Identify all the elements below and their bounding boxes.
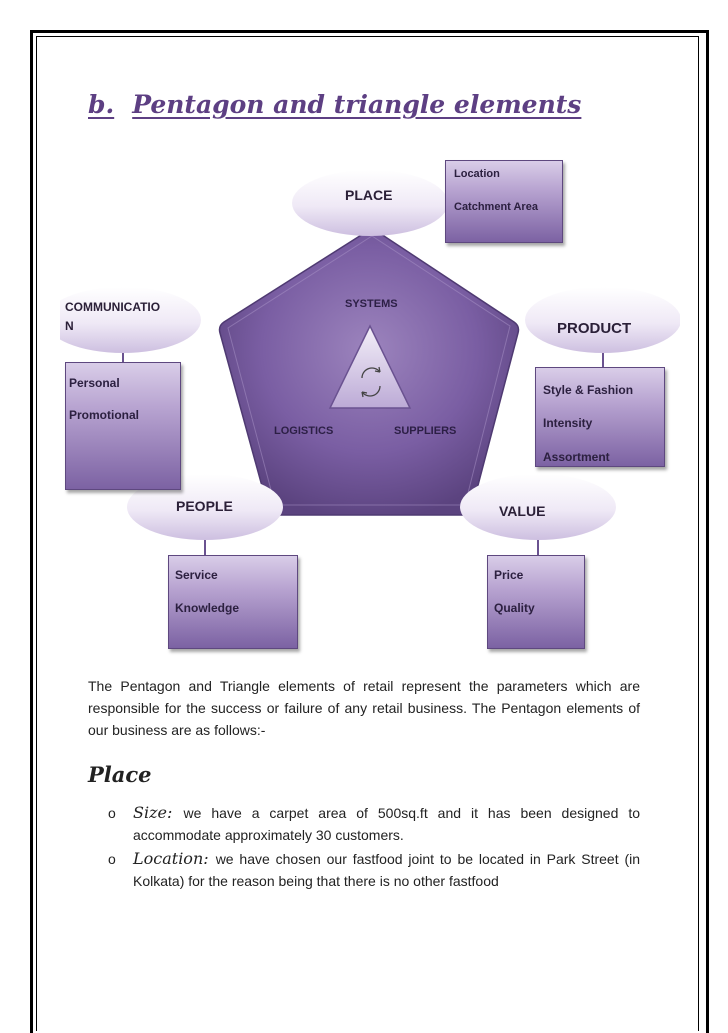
page-border-outer bbox=[30, 30, 709, 1033]
people-label: PEOPLE bbox=[176, 498, 233, 514]
suppliers-label: SUPPLIERS bbox=[394, 425, 457, 437]
place-ellipse bbox=[292, 170, 448, 236]
communication-item-personal: Personal bbox=[69, 376, 120, 390]
bullet-marker: o bbox=[108, 805, 116, 821]
communication-ellipse bbox=[60, 287, 201, 353]
section-heading: b. Pentagon and triangle elements bbox=[88, 90, 581, 119]
page-border-inner bbox=[36, 36, 699, 1031]
bullet-marker: o bbox=[108, 851, 116, 867]
place-item-catchment: Catchment Area bbox=[454, 201, 538, 213]
product-label: PRODUCT bbox=[557, 320, 632, 337]
intro-paragraph: The Pentagon and Triangle elements of re… bbox=[88, 678, 640, 738]
logistics-label: LOGISTICS bbox=[274, 425, 334, 437]
product-item-assortment: Assortment bbox=[543, 450, 610, 464]
people-item-service: Service bbox=[175, 568, 218, 582]
value-item-price: Price bbox=[494, 568, 524, 582]
place-box: Location Catchment Area bbox=[445, 160, 563, 243]
product-item-intensity: Intensity bbox=[543, 416, 593, 430]
product-item-style: Style & Fashion bbox=[543, 383, 634, 397]
communication-item-promotional: Promotional bbox=[69, 408, 140, 422]
bullet-term: Location: bbox=[133, 849, 216, 868]
place-subheading: Place bbox=[88, 762, 152, 787]
product-box: Style & Fashion Intensity Assortment bbox=[535, 367, 665, 467]
communication-label-line1: COMMUNICATIO bbox=[65, 300, 161, 314]
list-item: o Location: we have chosen our fastfood … bbox=[108, 848, 640, 892]
place-bullet-list: o Size: we have a carpet area of 500sq.f… bbox=[108, 802, 640, 894]
place-label: PLACE bbox=[345, 187, 393, 203]
section-title: Pentagon and triangle elements bbox=[132, 90, 582, 119]
cycle-arrows-icon bbox=[361, 366, 381, 398]
systems-label: SYSTEMS bbox=[345, 298, 398, 310]
people-box: Service Knowledge bbox=[168, 555, 298, 649]
product-ellipse bbox=[525, 287, 680, 353]
bullet-text: we have chosen our fastfood joint to be … bbox=[133, 851, 641, 889]
triangle-shape bbox=[328, 324, 412, 409]
list-item: o Size: we have a carpet area of 500sq.f… bbox=[108, 802, 640, 846]
bullet-term: Size: bbox=[133, 803, 184, 822]
people-item-knowledge: Knowledge bbox=[175, 601, 240, 615]
value-box: Price Quality bbox=[487, 555, 585, 649]
section-number: b. bbox=[88, 90, 115, 119]
people-ellipse bbox=[127, 474, 283, 540]
diagram-graphics bbox=[60, 170, 680, 555]
place-item-location: Location bbox=[454, 168, 500, 180]
value-ellipse bbox=[460, 474, 616, 540]
value-item-quality: Quality bbox=[494, 601, 535, 615]
communication-box: Personal Promotional bbox=[65, 362, 181, 490]
value-label: VALUE bbox=[499, 503, 546, 519]
pentagon-diagram: PLACE COMMUNICATIO N PRODUCT PEOPLE VALU… bbox=[60, 150, 680, 660]
communication-label-line2: N bbox=[65, 319, 74, 333]
bullet-text: we have a carpet area of 500sq.ft and it… bbox=[133, 805, 641, 843]
